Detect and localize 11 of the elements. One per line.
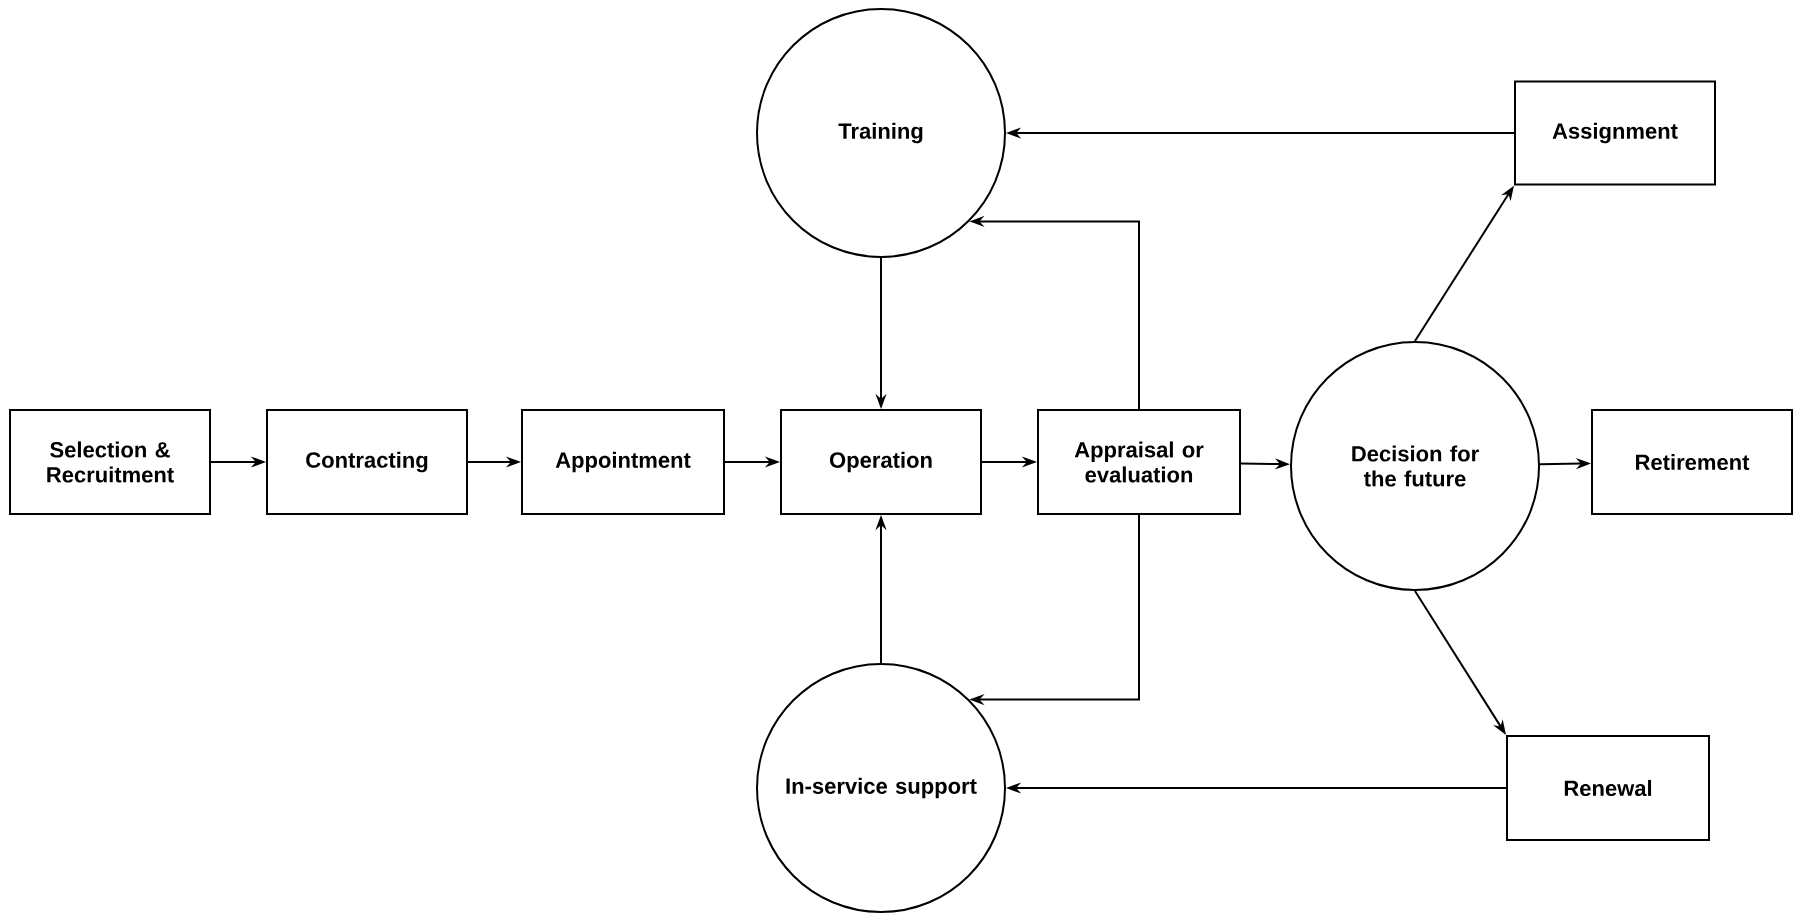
process-box: Renewal xyxy=(1506,735,1710,841)
process-box: Retirement xyxy=(1591,409,1793,515)
process-box: Appointment xyxy=(521,409,725,515)
circle-node: Training xyxy=(756,8,1006,258)
circle-node: Decision for the future xyxy=(1290,341,1540,591)
process-box: Assignment xyxy=(1514,80,1716,186)
circle-node: In-service support xyxy=(756,663,1006,913)
process-box: Selection & Recruitment xyxy=(9,409,211,515)
process-box: Operation xyxy=(780,409,982,515)
process-box: Appraisal or evaluation xyxy=(1037,409,1241,515)
process-box: Contracting xyxy=(266,409,468,515)
